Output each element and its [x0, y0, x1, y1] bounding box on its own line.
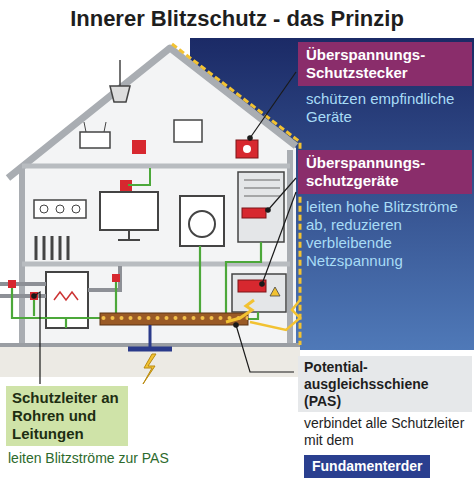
callout-panel: Überspannungs- schutzgeräteleiten hohe B… [298, 150, 472, 274]
leader-line [268, 178, 296, 210]
socket [56, 205, 64, 213]
router-antenna [84, 122, 86, 132]
breakers [244, 180, 280, 196]
leader-dot [234, 323, 238, 327]
pipe-clamp [30, 292, 38, 300]
house-fill [22, 50, 296, 345]
floor [22, 164, 290, 169]
lightning-current [226, 300, 254, 322]
callout-heading: Schutzleiter an Rohren und Leitungen [6, 386, 128, 446]
earth-conductor [149, 325, 152, 348]
socket-strip [34, 200, 86, 218]
leader-dot [260, 282, 264, 286]
pipes [0, 266, 120, 296]
callout-heading: Überspannungs- Schutzstecker [298, 42, 472, 86]
leader-dot [32, 294, 36, 298]
callout-heading: Potential- ausgleichsschiene (PAS) [298, 356, 472, 412]
tv [100, 192, 158, 230]
socket [132, 140, 146, 154]
leader-line [262, 192, 296, 284]
distribution-board [238, 172, 284, 242]
lamp [110, 86, 130, 102]
roof [8, 48, 296, 178]
socket [40, 205, 48, 213]
lightning-bolt [143, 354, 156, 384]
leader-line [250, 72, 296, 138]
callout-panel: Schutzleiter an Rohren und Leitungenleit… [6, 386, 246, 471]
foundation-earth [128, 347, 172, 352]
callout-body: leiten hohe Blitzströme ab, reduzieren v… [298, 194, 472, 274]
pipe-clamp [8, 280, 16, 288]
router [80, 132, 110, 148]
washing-drum [189, 211, 215, 237]
leader-dot [266, 208, 270, 212]
warning-sign [270, 287, 280, 296]
surge-plug [236, 140, 258, 158]
computer [174, 120, 202, 142]
boiler-flame [54, 292, 78, 300]
lightning-arrester [238, 280, 266, 292]
leader-line [236, 325, 294, 372]
washing-machine [180, 196, 224, 246]
main-box [232, 274, 286, 312]
wall [287, 150, 293, 345]
radiator [36, 236, 68, 260]
equipotential-bar [100, 313, 248, 325]
tv-stand [118, 239, 140, 241]
callout-panel: Potential- ausgleichsschiene (PAS)verbin… [298, 356, 472, 481]
surge-plug-face [243, 145, 251, 153]
surge-arrester [242, 208, 266, 218]
callout-panel: Überspannungs- Schutzsteckerschützen emp… [298, 42, 472, 130]
socket [72, 205, 80, 213]
callout-body: leiten Blitzströme zur PAS [6, 446, 246, 471]
callout-body: verbindet alle Schutzleiter mit dem [298, 412, 472, 452]
pipe-clamp [112, 274, 120, 282]
callout-body: schützen empfindliche Geräte [298, 86, 472, 130]
lightning-conductor [172, 44, 300, 345]
lamp-cord [119, 60, 121, 86]
router-antenna [104, 122, 106, 132]
callout-heading: Überspannungs- schutzgeräte [298, 150, 472, 194]
callout-tag: Fundamenterder [304, 455, 430, 478]
tv-stand [128, 230, 130, 240]
diagram-title: Innerer Blitzschutz - das Prinzip [0, 6, 474, 32]
leader-dot [248, 136, 252, 140]
tag-box: Fundamenterder [304, 455, 430, 478]
leader-line [34, 292, 40, 384]
lightning-current [250, 300, 300, 330]
protective-conductors [128, 168, 150, 185]
equipotential-bar-terminals [100, 313, 248, 325]
protective-conductors [12, 242, 261, 328]
